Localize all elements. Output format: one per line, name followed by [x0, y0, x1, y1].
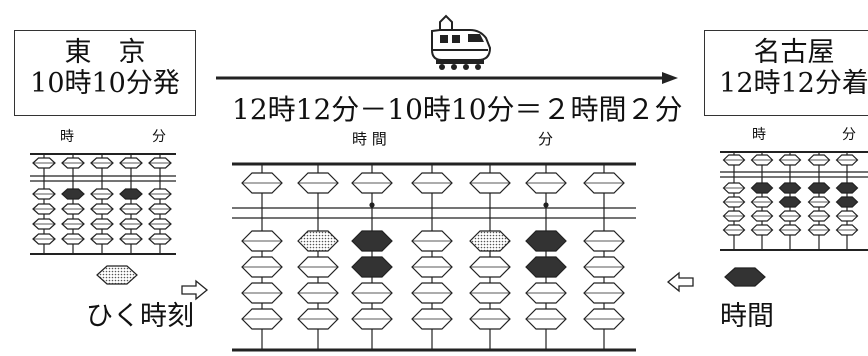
dotted-bead-icon	[96, 265, 138, 285]
right-arrow-icon	[181, 279, 209, 301]
train-underframe	[436, 60, 484, 64]
abacus-bead-dark	[61, 188, 85, 200]
abacus-bead-dark	[724, 267, 766, 287]
train-wheel	[463, 64, 469, 70]
abacus-bead-dark	[351, 256, 393, 278]
train-icon	[431, 14, 492, 70]
abacus-bead-dark	[525, 230, 567, 252]
abacus-bead-dark	[750, 182, 774, 194]
left-arrow-shape	[666, 271, 694, 293]
right-minutes-label: 分	[842, 127, 856, 143]
departure-time: 10時10分発	[30, 68, 180, 100]
right-arrow-shape	[181, 279, 209, 301]
abacus-bead-dark	[351, 230, 393, 252]
abacus-bead-dotted	[469, 230, 511, 252]
train-body	[431, 29, 492, 61]
abacus-bead-dark	[525, 256, 567, 278]
abacus-bead-dotted	[297, 230, 339, 252]
unit-dot	[369, 202, 375, 208]
abacus-bead-dark	[835, 196, 859, 208]
duration-legend-label: 時間	[720, 301, 774, 332]
abacus-bead-dark	[778, 182, 802, 194]
left-arrow-icon	[666, 271, 694, 293]
dark-bead-icon	[724, 267, 766, 287]
arrival-station: 名古屋	[753, 37, 835, 68]
arrival-abacus	[720, 151, 868, 251]
train-wheel	[475, 64, 481, 70]
abacus-bead-dark	[835, 182, 859, 194]
left-minutes-label: 分	[152, 129, 166, 145]
abacus-bead-dark	[807, 182, 831, 194]
departure-station: 東 京	[64, 37, 146, 68]
abacus-bead-dotted	[96, 265, 138, 285]
subtract-time-legend-label: ひく時刻	[86, 301, 194, 332]
train-window	[468, 34, 484, 42]
abacus-bead-dark	[119, 188, 143, 200]
abacus-bead-dark	[778, 196, 802, 208]
arrival-time: 12時12分着	[719, 68, 868, 100]
departure-abacus	[30, 153, 176, 255]
train-wheel	[451, 64, 457, 70]
train-window	[440, 35, 448, 43]
departure-box: 東 京 10時10分発	[14, 30, 196, 116]
right-hours-label: 時	[752, 127, 766, 143]
center-hours-label: 時 間	[352, 130, 387, 148]
center-minutes-label: 分	[538, 130, 554, 148]
left-hours-label: 時	[60, 129, 74, 145]
calculation-abacus	[232, 162, 636, 352]
train-pantograph	[439, 14, 453, 31]
travel-arrow	[216, 72, 678, 84]
arrival-box: 名古屋 12時12分着	[704, 30, 868, 116]
train-window	[452, 35, 460, 43]
travel-arrow-head	[662, 72, 678, 84]
equation-text: 12時12分－10時10分＝２時間２分	[232, 93, 683, 126]
train-wheel	[439, 64, 445, 70]
unit-dot	[543, 202, 549, 208]
